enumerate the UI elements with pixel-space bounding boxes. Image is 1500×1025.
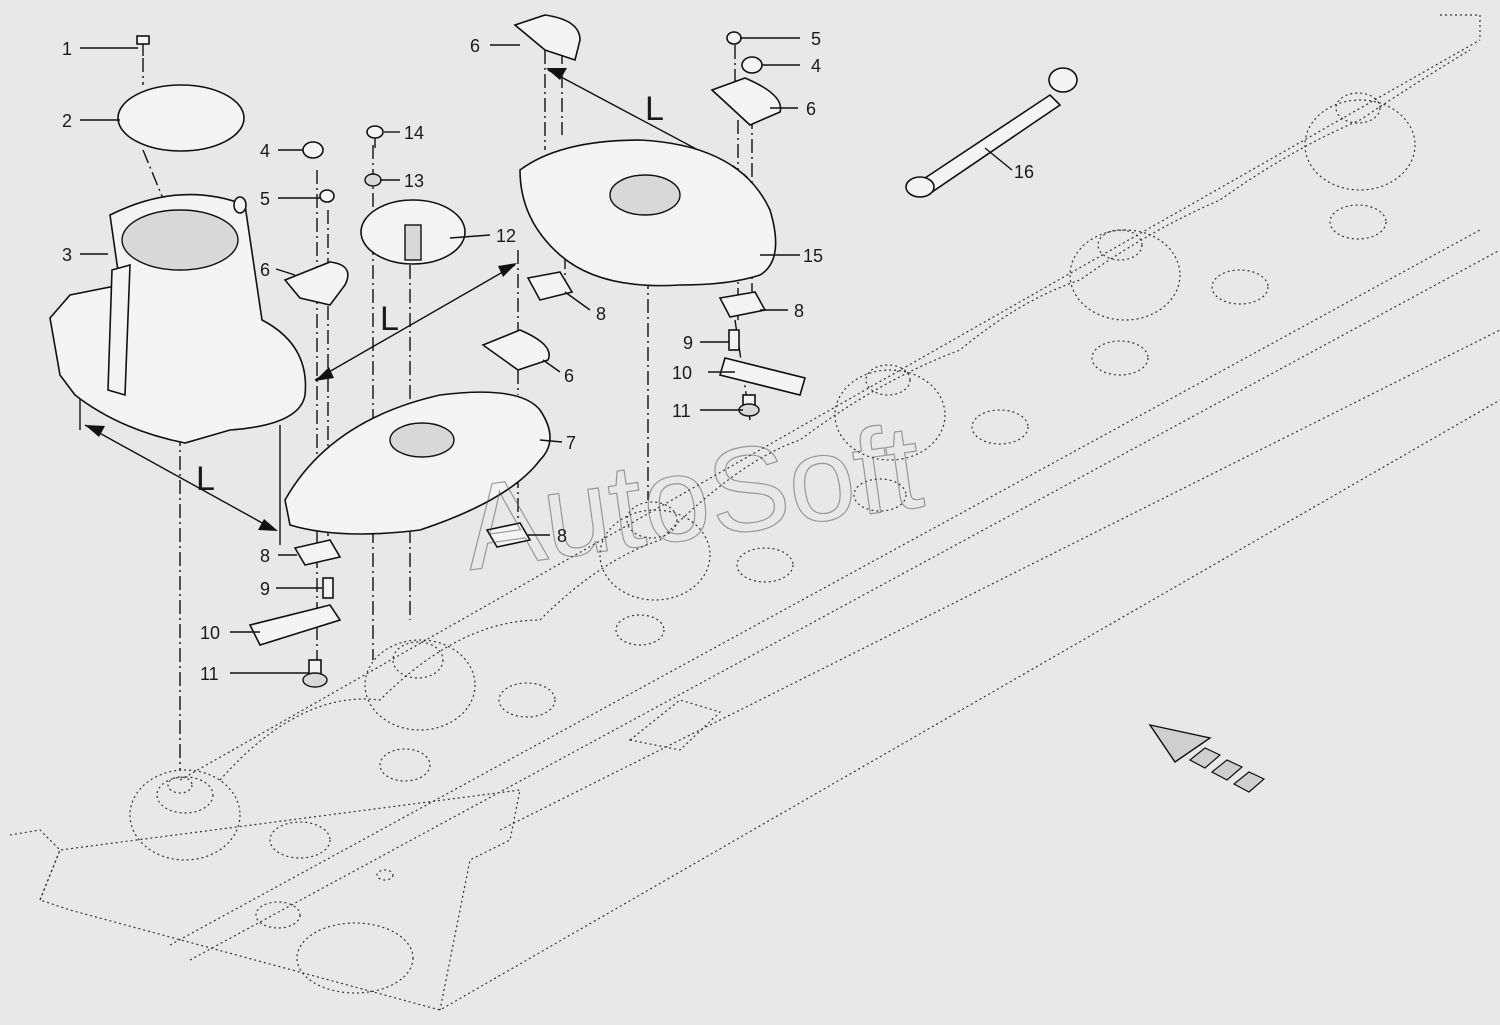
bearing-5 xyxy=(736,547,794,583)
plate-part-8a xyxy=(526,271,574,301)
callout-7: 7 xyxy=(566,433,576,453)
callout-6b: 6 xyxy=(470,36,480,56)
blade-guard-part-6d xyxy=(481,329,550,371)
callout-8b: 8 xyxy=(794,301,804,321)
wrench-part-16 xyxy=(905,67,1078,198)
callout-16: 16 xyxy=(1014,162,1034,182)
callout-5a: 5 xyxy=(260,189,270,209)
nut-part-4b xyxy=(741,56,763,74)
plate-part-8c xyxy=(293,539,342,566)
cap-part-12 xyxy=(360,199,466,265)
callout-9a: 9 xyxy=(683,333,693,353)
callout-10a: 10 xyxy=(672,363,692,383)
callout-6d: 6 xyxy=(564,366,574,386)
bolt-part-9a xyxy=(728,329,740,351)
bearing-9 xyxy=(1211,269,1269,305)
dimension-label-l-2: L xyxy=(380,300,399,338)
callout-4b: 4 xyxy=(811,56,821,76)
callout-6a: 6 xyxy=(260,260,270,280)
bolt-part-9b xyxy=(322,577,334,599)
blade-part-10b xyxy=(248,604,342,646)
callout-2: 2 xyxy=(62,111,72,131)
callout-11a: 11 xyxy=(672,401,691,421)
dimension-label-l-3: L xyxy=(645,90,664,128)
bearing-6 xyxy=(853,478,907,512)
drive-unit-6 xyxy=(1304,92,1416,191)
cover-disc-part-2 xyxy=(117,84,245,152)
bearing-3 xyxy=(498,682,556,718)
callout-12: 12 xyxy=(496,226,516,246)
callout-labels: 1 2 3 4 5 6 14 13 12 6 5 4 6 15 8 8 9 10… xyxy=(62,29,1034,684)
callout-3: 3 xyxy=(62,245,72,265)
nut-part-5b xyxy=(726,31,742,45)
bearing-4 xyxy=(615,614,665,646)
bearing-2 xyxy=(379,748,431,782)
blade-part-10a xyxy=(718,357,807,396)
callout-6c: 6 xyxy=(806,99,816,119)
plate-part-8d xyxy=(485,522,532,548)
bearing-8 xyxy=(1091,340,1149,376)
callout-10b: 10 xyxy=(200,623,220,643)
callout-4a: 4 xyxy=(260,141,270,161)
bolt-part-14 xyxy=(366,125,384,148)
blade-bolt-part-11a xyxy=(738,394,760,417)
callout-9b: 9 xyxy=(260,579,270,599)
plate-part-8b xyxy=(718,291,767,318)
nut-part-4a xyxy=(302,141,324,159)
drive-unit-2 xyxy=(364,639,476,731)
drive-unit-1 xyxy=(129,769,241,861)
bearing-7 xyxy=(971,409,1029,445)
callout-13: 13 xyxy=(404,171,424,191)
disc-hub-7 xyxy=(389,422,455,458)
callout-11b: 11 xyxy=(200,664,219,684)
callout-8c: 8 xyxy=(557,526,567,546)
callout-14: 14 xyxy=(404,123,424,143)
callout-1: 1 xyxy=(62,39,72,59)
callout-5b: 5 xyxy=(811,29,821,49)
blade-guard-part-6b xyxy=(513,14,581,62)
screw-part-1 xyxy=(136,35,150,56)
nut-part-5a xyxy=(319,189,335,203)
drive-unit-3 xyxy=(599,501,711,601)
bearing-10 xyxy=(1329,204,1387,240)
blade-guard-part-6a xyxy=(283,261,349,306)
cutter-bar xyxy=(9,14,1500,1011)
drive-units xyxy=(129,92,1416,861)
blade-guard-part-6c xyxy=(710,77,782,126)
bearing-1 xyxy=(269,821,331,859)
disc-hub-15 xyxy=(609,174,681,216)
callout-8a: 8 xyxy=(596,304,606,324)
direction-arrow-icon xyxy=(1148,723,1266,793)
washer-part-13 xyxy=(364,173,382,187)
dimension-label-l-1: L xyxy=(196,460,215,498)
cutting-disc-part-7 xyxy=(284,391,551,535)
callout-8d: 8 xyxy=(260,546,270,566)
drum-hood-part-3 xyxy=(49,193,307,444)
blade-bolt-part-11b xyxy=(302,659,328,688)
drive-unit-4 xyxy=(834,364,946,461)
callout-15: 15 xyxy=(803,246,823,266)
drive-unit-5 xyxy=(1069,229,1181,321)
leader-lines xyxy=(80,37,1013,674)
